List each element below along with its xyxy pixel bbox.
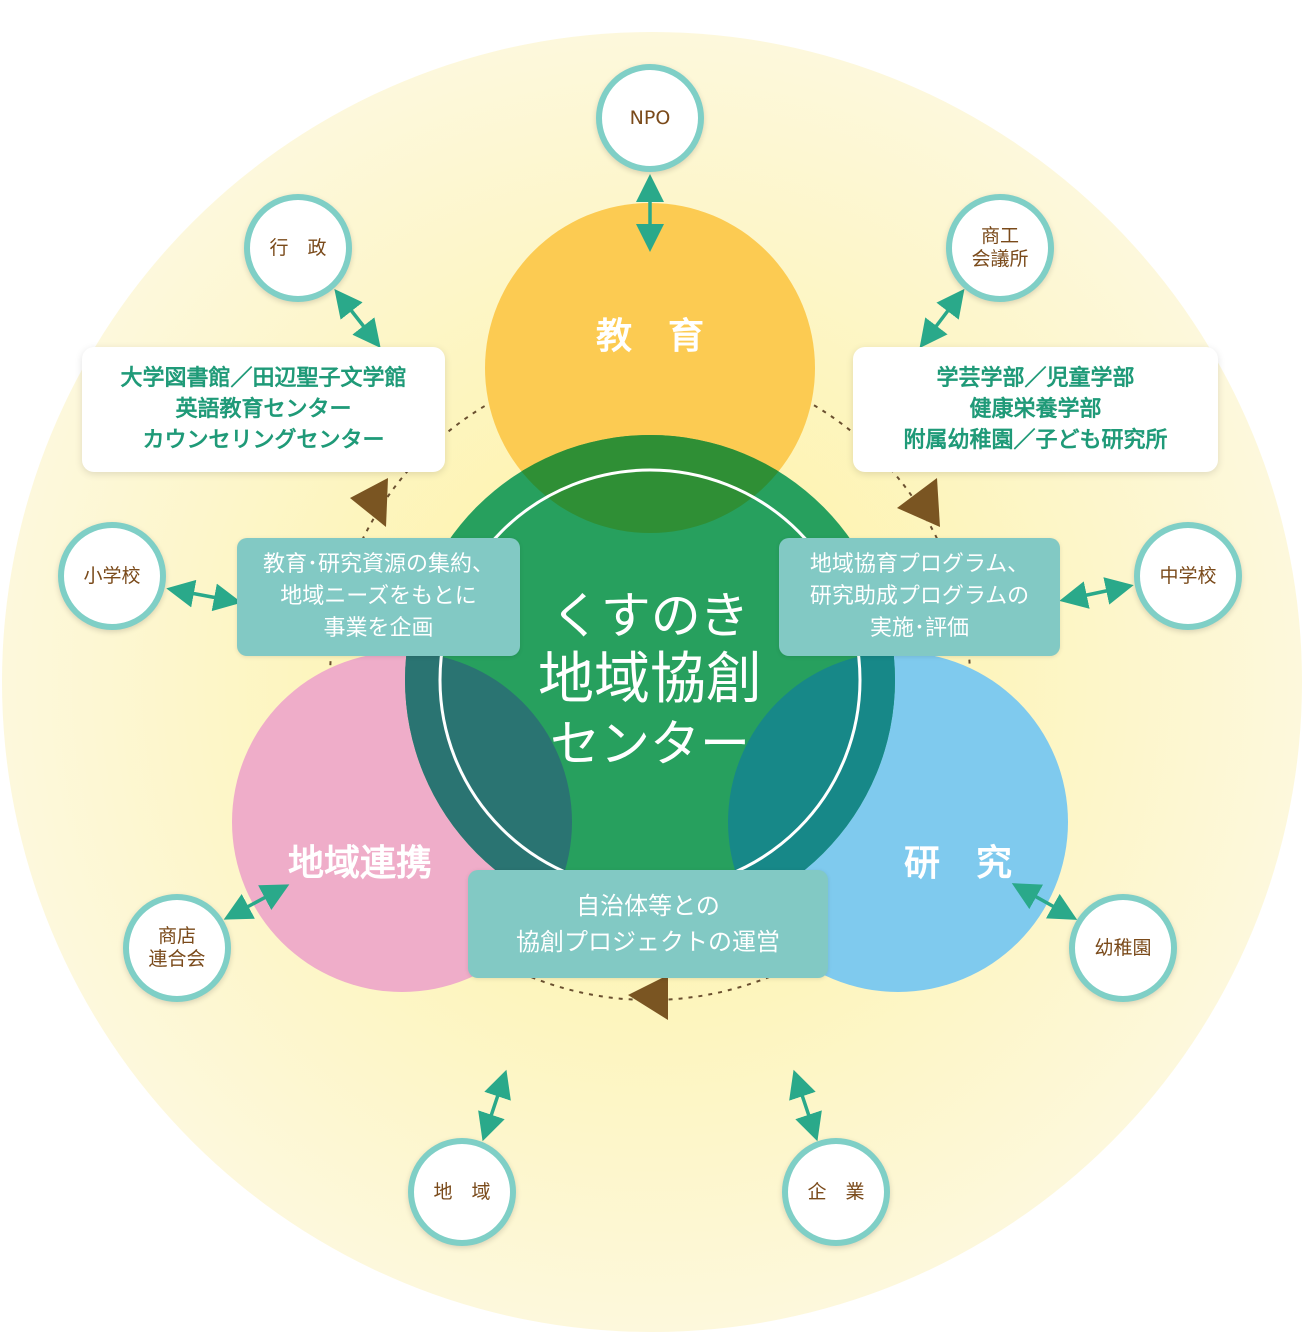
box-line: 事業を企画 — [323, 616, 434, 641]
arrow-kigyo — [789, 1069, 822, 1142]
education-overlap — [485, 435, 815, 533]
node-chugakko: 中学校 — [1134, 522, 1242, 630]
node-shogakko: 小学校 — [58, 522, 166, 630]
box-line: カウンセリングセンター — [142, 428, 385, 453]
box-line: 附属幼稚園／子ども研究所 — [903, 428, 1168, 453]
community-label: 地域連携 — [287, 843, 433, 884]
box-line: 研究助成プログラムの — [809, 584, 1030, 609]
arrow-shogakko — [166, 579, 242, 612]
arrow-shoko — [919, 288, 965, 349]
center-title-line: センター — [550, 715, 750, 773]
arrow-shoten — [223, 884, 290, 920]
node-shoten: 商店 連合会 — [123, 894, 231, 1002]
education-label: 教 育 — [595, 316, 705, 357]
node-gyosei: 行 政 — [244, 194, 352, 302]
box-line: 大学図書館／田辺聖子文学館 — [120, 366, 407, 391]
arrow-chugakko — [1059, 577, 1134, 609]
box-line: 地域協育プログラム、 — [809, 552, 1030, 577]
box-line: 協創プロジェクトの運営 — [516, 928, 780, 956]
research-label: 研 究 — [903, 843, 1013, 884]
box-line: 健康栄養学部 — [969, 397, 1102, 422]
arrow-yochien — [1011, 883, 1078, 920]
box-line: 教育･研究資源の集約、 — [262, 552, 494, 577]
arrow-chiiki — [478, 1069, 511, 1142]
node-yochien: 幼稚園 — [1069, 894, 1177, 1002]
evaluate-box: 地域協育プログラム、 研究助成プログラムの 実施･評価 — [779, 538, 1060, 656]
node-shoko: 商工 会議所 — [946, 194, 1054, 302]
cycle-triangle-left — [350, 478, 388, 527]
node-kigyo: 企 業 — [782, 1138, 890, 1246]
right-resources-box: 学芸学部／児童学部 健康栄養学部 附属幼稚園／子ども研究所 — [853, 347, 1218, 472]
plan-box: 教育･研究資源の集約、 地域ニーズをもとに 事業を企画 — [237, 538, 520, 656]
center-title-line: くすのき — [550, 587, 750, 645]
node-chiiki: 地 域 — [408, 1138, 516, 1246]
box-line: 地域ニーズをもとに — [280, 584, 477, 609]
operate-box: 自治体等との 協創プロジェクトの運営 — [468, 870, 828, 978]
cycle-triangle-right — [897, 478, 940, 527]
cycle-triangle-bottom — [628, 975, 668, 1020]
center-title: くすのき 地域協創 センター — [538, 584, 762, 776]
node-npo: NPO — [596, 64, 704, 172]
box-line: 実施･評価 — [869, 616, 969, 641]
box-line: 自治体等との — [576, 892, 720, 920]
box-line: 英語教育センター — [175, 397, 352, 422]
center-title-line: 地域協創 — [538, 647, 762, 712]
arrow-gyosei — [334, 288, 381, 349]
left-resources-box: 大学図書館／田辺聖子文学館 英語教育センター カウンセリングセンター — [82, 347, 445, 472]
box-line: 学芸学部／児童学部 — [936, 366, 1135, 391]
